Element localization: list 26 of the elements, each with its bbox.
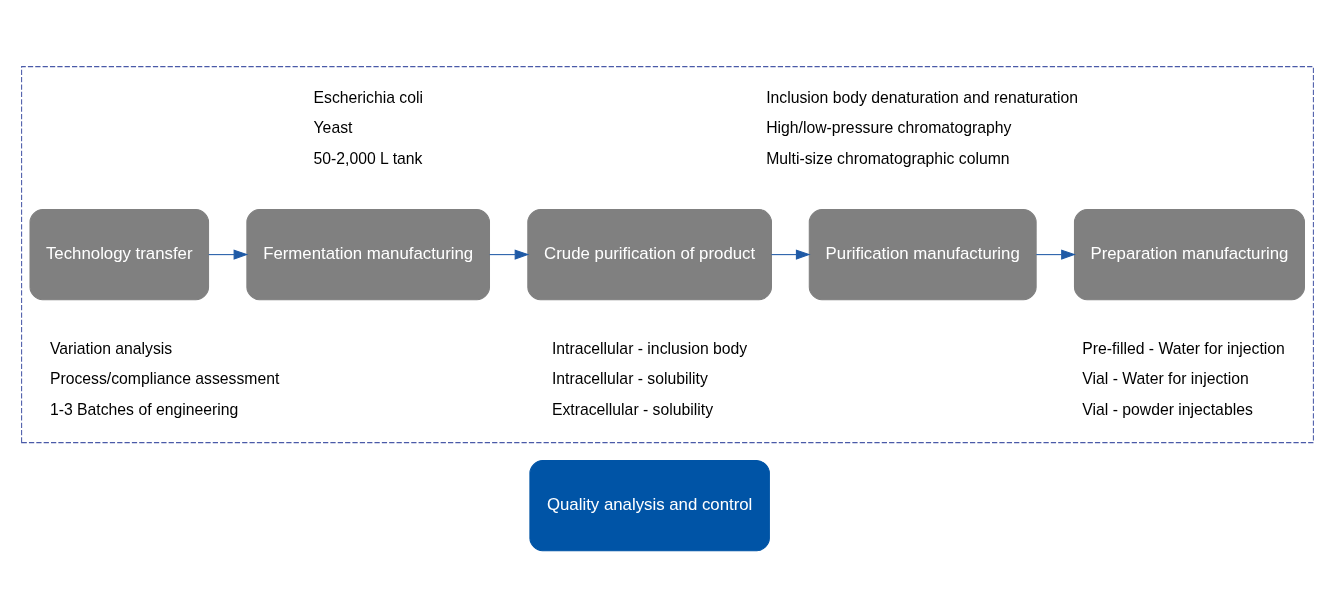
- node-box: Preparation manufacturing: [1073, 208, 1305, 301]
- node-label: Yeast: [313, 119, 352, 137]
- node-label: Variation analysis: [49, 339, 172, 357]
- node-label: Intracellular - inclusion body: [551, 339, 747, 357]
- node-label: Escherichia coli: [313, 88, 423, 106]
- node-box: Crude purification of product: [526, 208, 772, 301]
- arrow: [488, 249, 529, 260]
- arrow: [770, 249, 811, 260]
- node-label: Process/compliance assessment: [49, 370, 279, 388]
- node-label: Inclusion body denaturation and renaturation: [765, 88, 1078, 106]
- node-label: Intracellular - solubility: [551, 370, 708, 388]
- node-label: 50-2,000 L tank: [313, 149, 422, 167]
- node-box: Quality analysis and control: [528, 459, 770, 552]
- cluster: [20, 66, 1314, 444]
- node-label: 1-3 Batches of engineering: [49, 400, 238, 418]
- node-box: Purification manufacturing: [808, 208, 1037, 301]
- node-label: Multi-size chromatographic column: [765, 149, 1010, 167]
- node-box: Fermentation manufacturing: [245, 208, 490, 301]
- node-label: Vial - powder injectables: [1081, 400, 1253, 418]
- arrow: [1035, 249, 1076, 260]
- node-label: High/low-pressure chromatography: [765, 119, 1011, 137]
- node-label: Pre-filled - Water for injection: [1081, 339, 1285, 357]
- node-label: Extracellular - solubility: [551, 400, 713, 418]
- node-label: Vial - Water for injection: [1081, 370, 1249, 388]
- node-box: Technology transfer: [28, 208, 209, 301]
- arrow: [207, 249, 248, 260]
